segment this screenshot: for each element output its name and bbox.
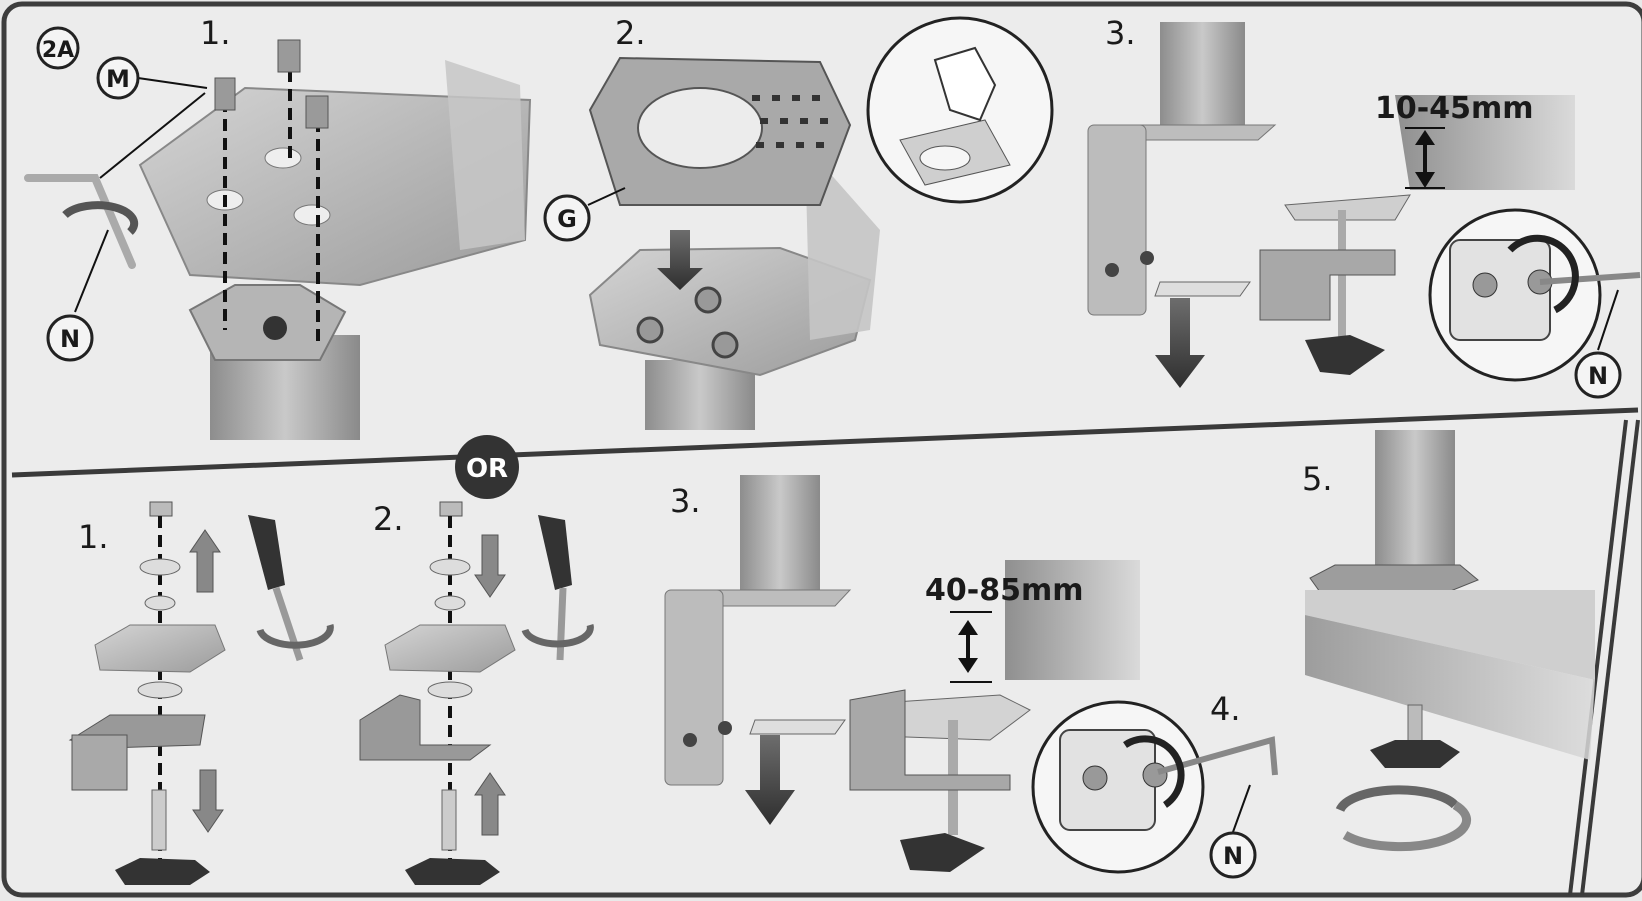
top-hex-tighten-detail-icon xyxy=(1428,208,1641,382)
svg-text:M: M xyxy=(106,65,130,93)
part-label-n xyxy=(46,314,94,362)
top-step1-illustration xyxy=(138,39,532,440)
bottom-clamp-dimension: 40-85mm xyxy=(925,573,1083,608)
top-step3-illustration xyxy=(1087,22,1575,388)
top-step1-number: 1. xyxy=(200,14,231,52)
bottom-step3-illustration xyxy=(664,475,1140,872)
part-label-n-top-step3 xyxy=(1574,351,1622,399)
peel-sticker-detail-icon xyxy=(866,16,1054,204)
screwdriver-icon-1 xyxy=(248,515,334,662)
section-divider xyxy=(11,407,1639,478)
svg-text:N: N xyxy=(60,325,80,353)
bottom-step4-number: 4. xyxy=(1210,690,1241,728)
top-step3-number: 3. xyxy=(1105,14,1136,52)
bottom-hex-tighten-detail-icon xyxy=(1031,700,1278,874)
svg-text:N: N xyxy=(1223,842,1243,870)
section-badge xyxy=(36,26,80,70)
section-badge-label: 2A xyxy=(42,38,74,63)
bottom-step1-number: 1. xyxy=(78,518,109,556)
bottom-step2-illustration xyxy=(359,501,516,885)
part-label-g xyxy=(543,194,591,242)
svg-text:N: N xyxy=(1588,362,1608,390)
svg-text:G: G xyxy=(557,205,577,233)
or-badge xyxy=(455,435,519,499)
bottom-step3-number: 3. xyxy=(670,482,701,520)
hex-key-icon xyxy=(24,174,139,269)
part-label-n-bottom-step4 xyxy=(1209,831,1257,879)
bottom-step1-illustration xyxy=(68,501,226,885)
top-step2-number: 2. xyxy=(615,14,646,52)
screwdriver-icon-2 xyxy=(521,515,594,661)
or-label: OR xyxy=(466,454,508,484)
top-clamp-dimension: 10-45mm xyxy=(1375,91,1533,126)
top-step2-illustration xyxy=(588,56,880,430)
bottom-step5-illustration xyxy=(1305,430,1595,852)
bottom-step2-number: 2. xyxy=(373,500,404,538)
right-edge-divider xyxy=(1580,419,1640,896)
part-label-m xyxy=(96,56,140,100)
bottom-step5-number: 5. xyxy=(1302,460,1333,498)
